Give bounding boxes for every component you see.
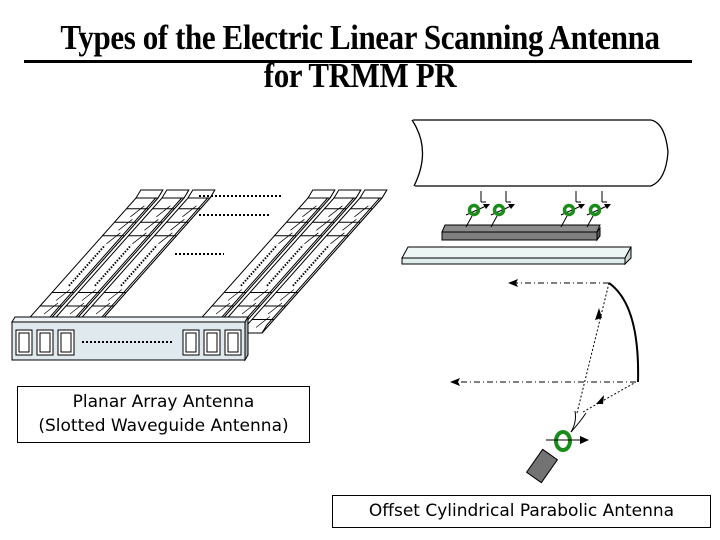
feed-bar — [441, 224, 601, 242]
offset-parabolic-antenna — [401, 119, 669, 484]
offset-parabolic-label: Offset Cylindrical Parabolic Antenna — [332, 495, 711, 528]
slotted-waveguide — [66, 189, 216, 334]
ray-arrowheads — [450, 279, 604, 404]
planar-label-line-2: (Slotted Waveguide Antenna) — [38, 416, 289, 436]
planar-label-line-1: Planar Array Antenna — [72, 392, 255, 412]
feed-port — [15, 329, 33, 356]
ray-paths — [452, 282, 637, 414]
arrow-icon — [508, 204, 515, 209]
feed-port — [57, 329, 75, 356]
slotted-waveguide — [238, 189, 388, 334]
cylindrical-reflector — [411, 119, 669, 187]
feed-ring-icon — [492, 203, 506, 217]
feed-ring-icon — [554, 430, 572, 452]
title-line-1: Types of the Electric Linear Scanning An… — [60, 17, 660, 58]
feed-ring-icon — [562, 203, 576, 217]
arrow-right-icon — [580, 436, 589, 444]
slot-row — [120, 244, 158, 287]
feed-port — [224, 329, 242, 356]
feed-element — [465, 191, 490, 228]
arrow-up-right-icon — [596, 395, 604, 404]
feed-panel — [11, 315, 249, 362]
arrow-up-icon — [595, 308, 602, 320]
feed-port — [203, 329, 221, 356]
title-line-2: for TRMM PR — [263, 55, 457, 96]
slot-row — [240, 244, 278, 287]
slotted-waveguide — [186, 189, 336, 334]
ground-plate — [401, 246, 632, 266]
feed-horn — [525, 448, 559, 484]
feed-ring-icon — [588, 203, 602, 217]
arrow-icon — [578, 204, 585, 209]
feed-port — [36, 329, 54, 356]
slot-row — [266, 244, 304, 287]
slotted-waveguide — [40, 189, 190, 334]
feed-element — [586, 191, 611, 228]
slot-row — [292, 244, 330, 287]
slotted-waveguide — [14, 189, 164, 334]
planar-array-antenna — [11, 189, 388, 362]
planar-array-label: Planar Array Antenna (Slotted Waveguide … — [17, 386, 310, 443]
slot-row — [68, 244, 106, 287]
feed-ring-icon — [467, 203, 481, 217]
parabolic-reflector — [608, 282, 640, 383]
primary-feed — [525, 410, 589, 484]
arrow-icon — [483, 204, 490, 209]
bar-feed-elements — [465, 191, 611, 228]
arrow-left-icon — [450, 378, 460, 386]
slotted-waveguide — [212, 189, 362, 334]
slot-row — [94, 244, 132, 287]
feed-port — [182, 329, 200, 356]
arrow-icon — [604, 204, 611, 209]
arrow-left-icon — [508, 279, 518, 287]
title-underline — [24, 60, 692, 63]
feed-element — [560, 191, 585, 228]
feed-element — [490, 191, 515, 228]
